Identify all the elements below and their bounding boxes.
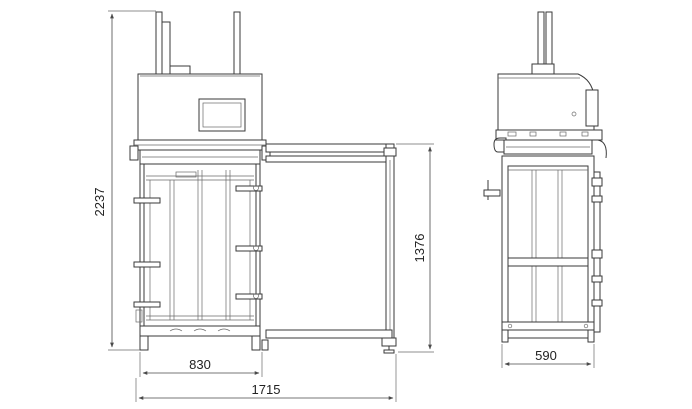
- control-panel-screen: [202, 102, 242, 128]
- side-left-foot: [501, 329, 509, 343]
- label-width-side: 590: [535, 348, 557, 363]
- front-left-foot: [139, 335, 149, 351]
- left-clamp-3: [133, 301, 161, 308]
- door-bottom-rail: [265, 329, 393, 339]
- door-upper-rail: [265, 155, 393, 163]
- right-clamp-1: [235, 185, 263, 192]
- side-panel-box: [585, 89, 599, 127]
- front-right-foot-pad: [261, 339, 269, 351]
- left-clamp-2: [133, 261, 161, 268]
- dimension-width-total: [135, 354, 397, 402]
- door-open-view: [265, 143, 397, 354]
- side-middle-rail: [507, 257, 589, 267]
- side-bottom-rail: [501, 321, 595, 331]
- side-handle: [483, 189, 501, 197]
- side-body-inner: [507, 165, 589, 327]
- door-post-cap: [383, 147, 397, 157]
- chamber-base: [139, 325, 261, 337]
- label-width-front: 830: [189, 357, 211, 372]
- front-view: [129, 11, 271, 351]
- door-top-rail: [265, 143, 393, 153]
- right-clamp-2: [235, 245, 263, 252]
- dimension-width-side: [501, 344, 595, 368]
- label-height-total: 2237: [92, 188, 107, 217]
- left-top-rod: [155, 11, 163, 75]
- right-top-rod: [233, 11, 241, 75]
- right-clamp-3: [235, 293, 263, 300]
- dimension-height-door: [396, 143, 434, 353]
- left-clamp-1: [133, 197, 161, 204]
- side-press-band: [495, 129, 603, 141]
- label-width-total: 1715: [252, 382, 281, 397]
- side-top-housing: [497, 73, 595, 133]
- side-right-latch: [597, 139, 607, 159]
- side-body-frame: [501, 155, 595, 339]
- side-view: [483, 11, 607, 343]
- side-right-foot: [587, 329, 595, 343]
- control-panel: [198, 98, 246, 132]
- dimension-width-front: [139, 352, 263, 377]
- label-height-door: 1376: [412, 234, 427, 263]
- left-bracket: [129, 145, 139, 161]
- cylinder-block: [169, 65, 191, 75]
- rod-guide: [161, 21, 171, 75]
- front-right-foot: [251, 335, 261, 351]
- door-foot: [381, 337, 397, 347]
- dimension-height-total: [108, 10, 156, 351]
